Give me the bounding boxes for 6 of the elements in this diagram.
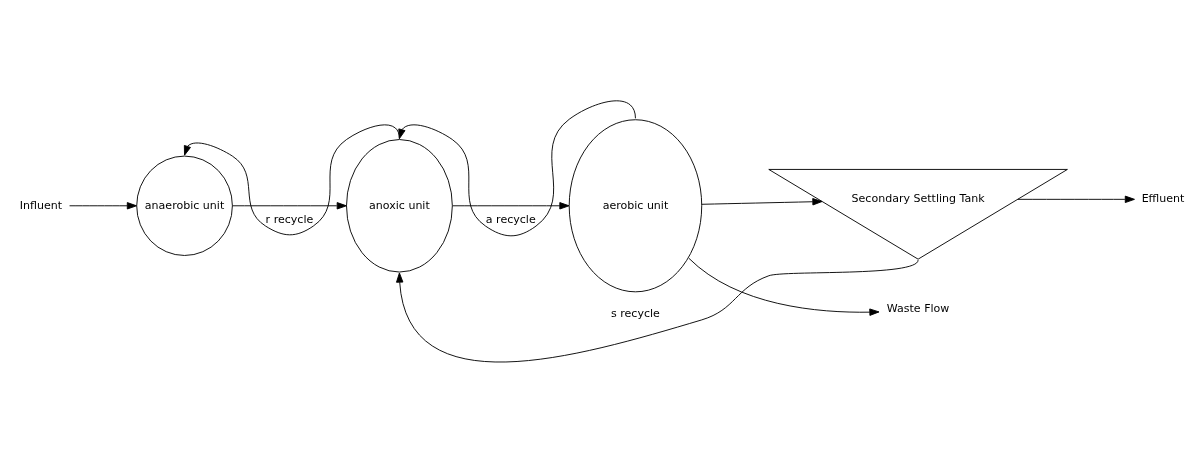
node-text: Effluent	[1141, 192, 1185, 206]
edge-label: a recycle	[485, 212, 536, 226]
edge-label: s recycle	[611, 306, 660, 320]
edge-label: r recycle	[265, 212, 314, 226]
node-text: Influent	[19, 198, 63, 212]
node-text: Waste Flow	[886, 301, 950, 315]
